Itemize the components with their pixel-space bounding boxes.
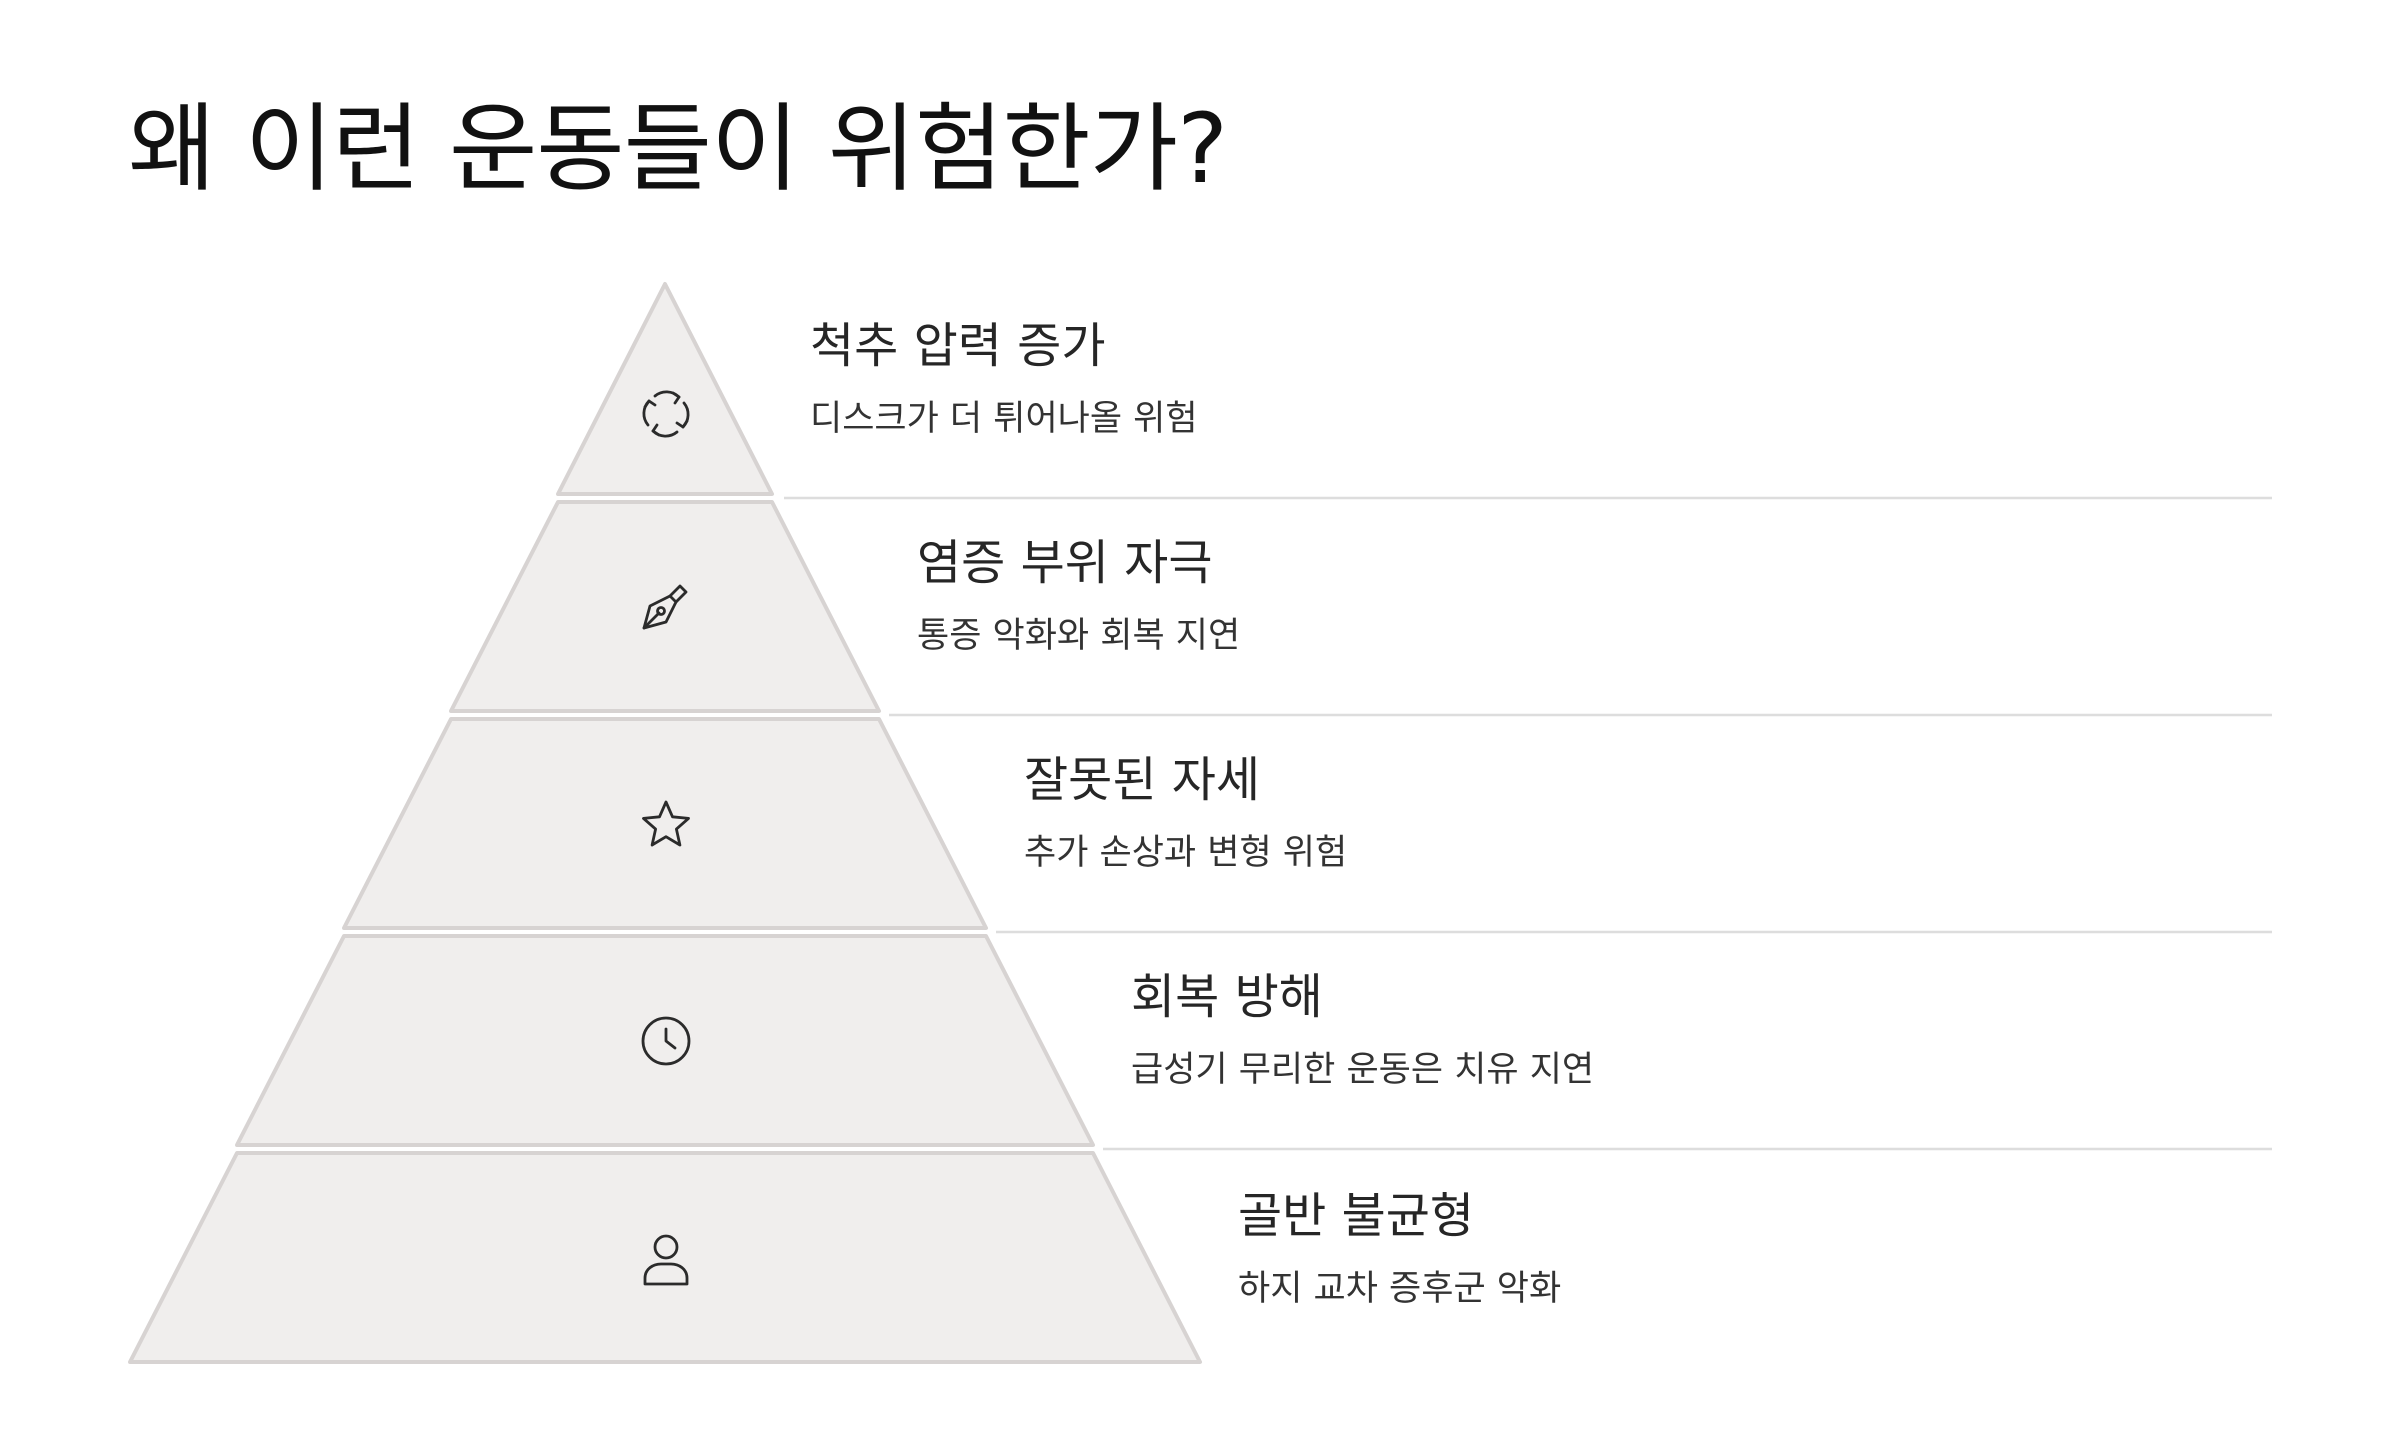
tier-title: 잘못된 자세 bbox=[1024, 752, 1261, 808]
tier-description: 추가 손상과 변형 위험 bbox=[1024, 832, 1348, 873]
tier-label-5: 골반 불균형 하지 교차 증후군 악화 bbox=[1238, 1188, 1561, 1310]
tier-description: 급성기 무리한 운동은 치유 지연 bbox=[1131, 1049, 1595, 1090]
tier-description: 통증 악화와 회복 지연 bbox=[917, 615, 1241, 656]
tier-title: 골반 불균형 bbox=[1238, 1188, 1475, 1244]
pen-nib-icon bbox=[642, 584, 688, 630]
star-icon bbox=[642, 800, 690, 847]
tier-description: 하지 교차 증후군 악화 bbox=[1238, 1268, 1562, 1309]
tier-title: 척추 압력 증가 bbox=[810, 318, 1106, 374]
pyramid-tier-2 bbox=[449, 500, 881, 713]
clock-icon bbox=[641, 1016, 691, 1066]
tier-title: 염증 부위 자극 bbox=[917, 535, 1213, 591]
arrows-cycle-icon bbox=[642, 390, 690, 438]
tier-description: 디스크가 더 튀어나올 위험 bbox=[810, 398, 1198, 439]
person-icon bbox=[643, 1234, 689, 1286]
tier-label-3: 잘못된 자세 추가 손상과 변형 위험 bbox=[1024, 752, 1347, 874]
slide-title: 왜 이런 운동들이 위험한가? bbox=[128, 93, 1228, 205]
pyramid-tier-3 bbox=[342, 717, 988, 930]
tier-label-2: 염증 부위 자극 통증 악화와 회복 지연 bbox=[917, 535, 1240, 657]
pyramid-tier-1 bbox=[556, 282, 774, 496]
tier-title: 회복 방해 bbox=[1131, 969, 1323, 1025]
tier-label-4: 회복 방해 급성기 무리한 운동은 치유 지연 bbox=[1131, 969, 1594, 1091]
tier-label-1: 척추 압력 증가 디스크가 더 튀어나올 위험 bbox=[810, 318, 1198, 440]
